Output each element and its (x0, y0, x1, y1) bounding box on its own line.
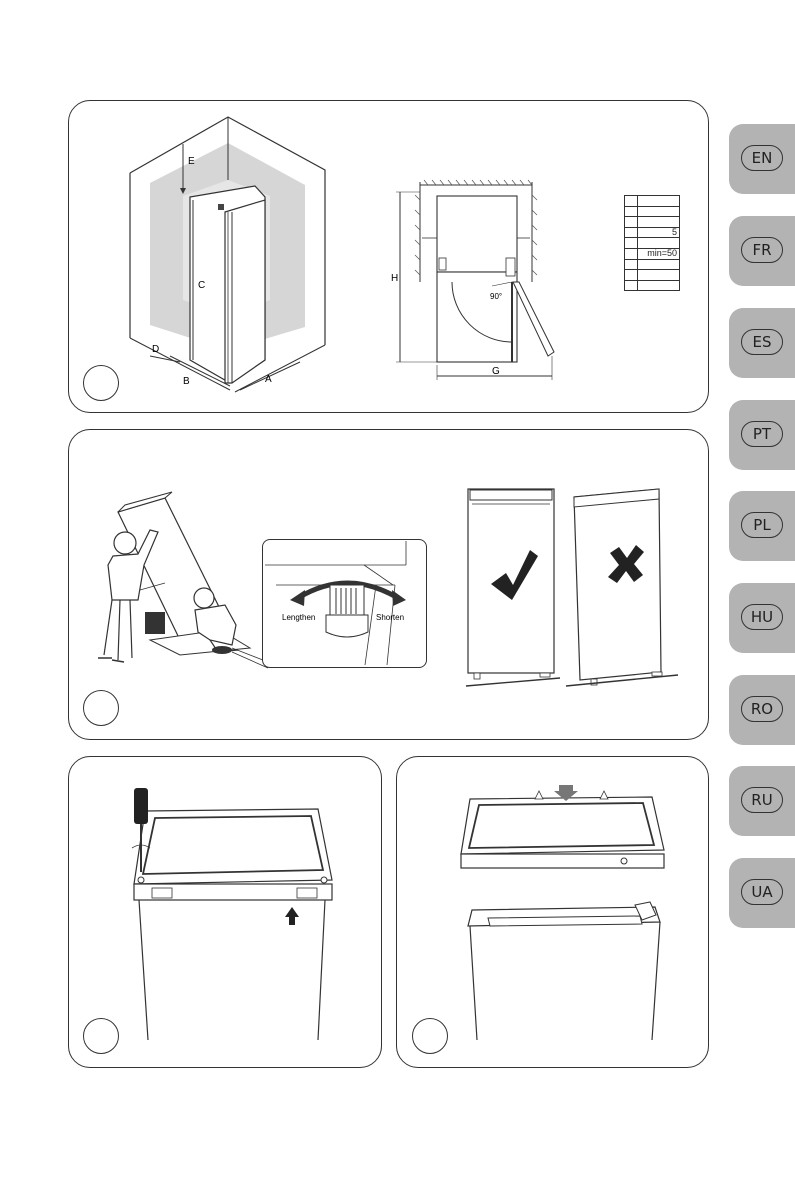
remove-top-illustration (0, 0, 795, 1080)
